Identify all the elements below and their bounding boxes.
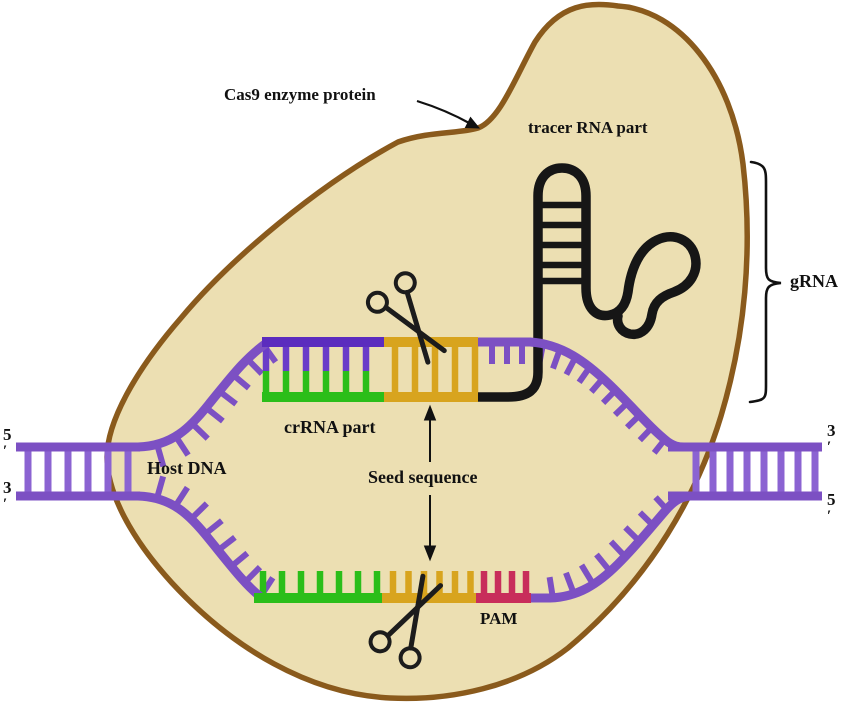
base-pair-tick	[594, 552, 611, 572]
seed-sequence-label: Seed sequence	[368, 467, 478, 487]
base-pair-tick	[174, 436, 191, 457]
left-top-end-label: 5′	[3, 425, 12, 460]
cas9-arrowhead	[464, 116, 481, 129]
base-pair-tick	[154, 446, 167, 468]
tracr-rna-strand	[473, 163, 701, 402]
right-bottom-end-label: 5′	[827, 490, 836, 525]
host-dna-label: Host DNA	[147, 458, 227, 478]
base-pair-tick	[205, 406, 225, 424]
tracer-rna-label: tracer RNA part	[528, 118, 648, 137]
left-bottom-end-label: 3′	[3, 478, 12, 513]
base-pair-tick	[204, 518, 224, 536]
grna-label: gRNA	[790, 271, 838, 291]
base-pair-ticks	[24, 201, 819, 598]
top-strand-left-curve	[137, 338, 271, 452]
seed-arrowhead-up	[423, 404, 437, 421]
base-pair-tick	[174, 485, 190, 506]
base-pair-tick	[608, 539, 627, 558]
scissors-icon-bottom	[368, 573, 444, 670]
bottom-strand-right-curve	[529, 491, 700, 603]
base-pair-tick	[190, 501, 209, 520]
grna-bracket	[748, 160, 782, 404]
seed-arrowhead-down	[423, 545, 437, 562]
bottom-strand-left-curve	[137, 491, 265, 602]
annotations	[416, 99, 782, 562]
crrna-label: crRNA part	[284, 417, 376, 437]
pam-label: PAM	[480, 609, 518, 628]
base-pair-tick	[154, 475, 167, 497]
base-pair-tick	[191, 422, 210, 441]
base-pair-tick	[243, 565, 263, 584]
right-top-end-label: 3′	[827, 421, 836, 456]
top-strand-right-curve	[478, 337, 700, 452]
base-pair-tick	[578, 563, 594, 583]
base-pair-tick	[550, 349, 563, 370]
base-pair-tick	[546, 576, 556, 597]
base-pair-tick	[563, 571, 576, 592]
cas9-protein-label: Cas9 enzyme protein	[224, 85, 376, 104]
scissors-icon-top	[365, 271, 447, 365]
cas9-pointer-arrow	[416, 99, 472, 125]
